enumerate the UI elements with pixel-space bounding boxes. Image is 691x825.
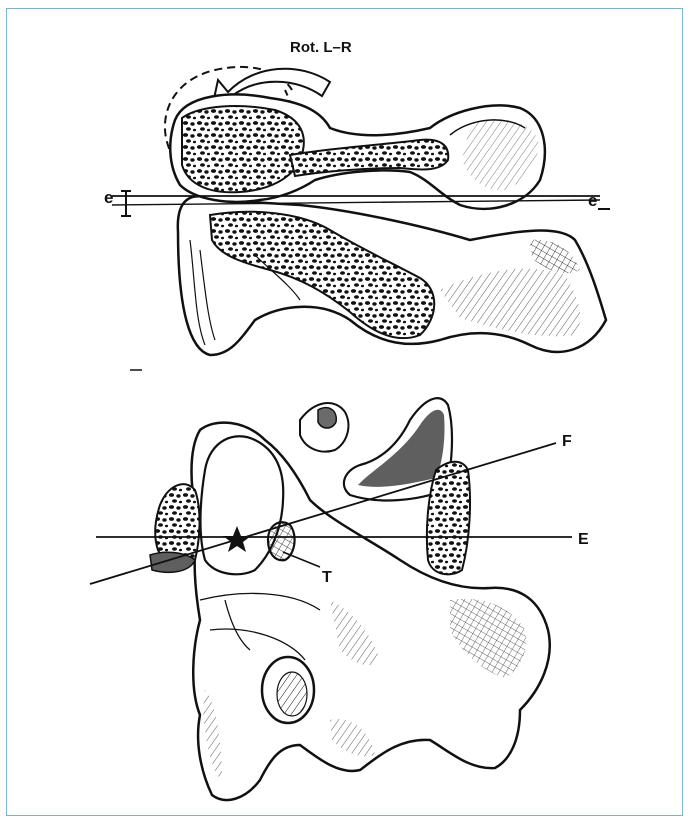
label-t: T (322, 569, 332, 586)
body-shaded-lower (150, 552, 195, 572)
label-f: F (562, 433, 572, 450)
articular-process-shaded (318, 408, 336, 428)
bottom-vertebra-view: F E T (90, 398, 589, 800)
e-marker-left: e (104, 188, 113, 207)
e-marker-right: e (588, 191, 597, 210)
label-e: E (578, 531, 589, 548)
vertebral-foramen-inner (277, 672, 307, 716)
rotation-label: Rot. L–R (290, 39, 352, 56)
lamina-cancellous-right (427, 462, 470, 575)
top-vertebra-view: Rot. L–R e e (104, 39, 610, 355)
lamina-shaded-fill (358, 410, 445, 487)
